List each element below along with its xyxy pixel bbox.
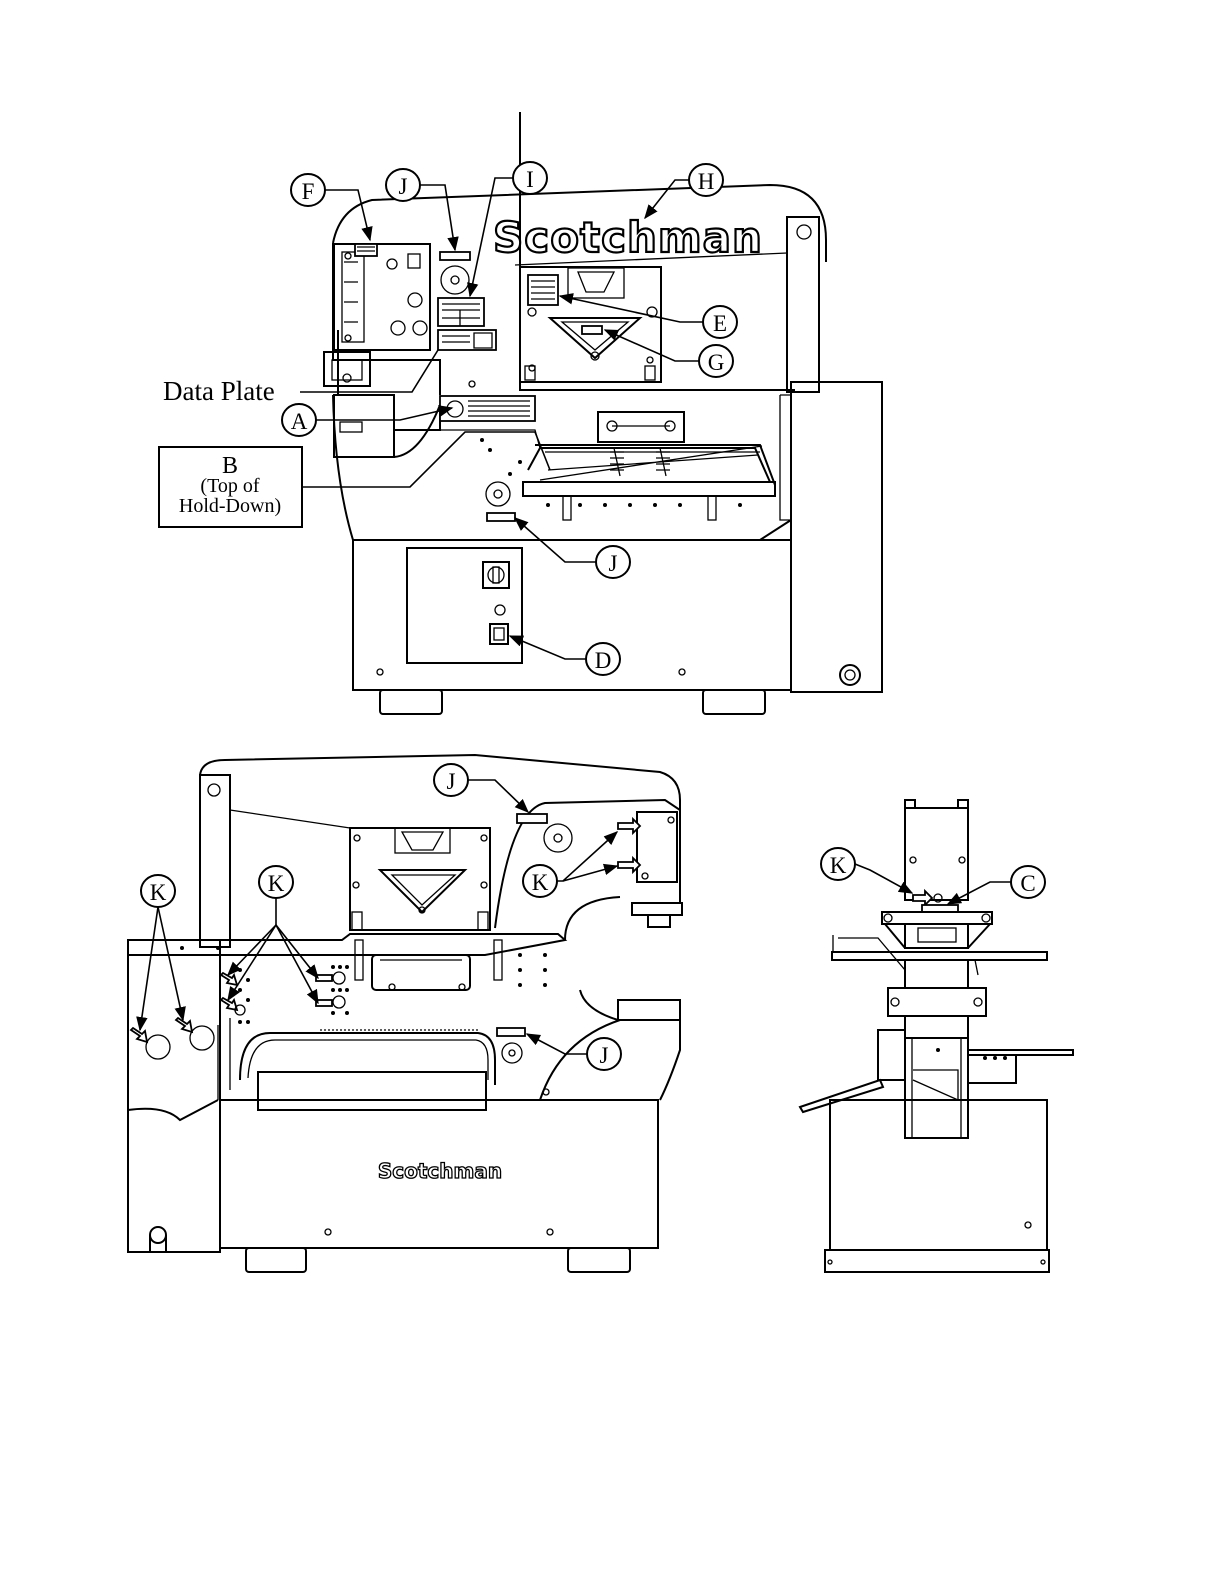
- callout-k-rear-left: K: [140, 875, 183, 1030]
- svg-text:F: F: [302, 179, 315, 204]
- data-plate-label: Data Plate: [163, 376, 275, 406]
- callout-j-rear-lower: J: [527, 1034, 621, 1070]
- svg-text:J: J: [609, 551, 618, 576]
- svg-text:E: E: [713, 311, 727, 336]
- svg-text:J: J: [600, 1043, 609, 1068]
- svg-text:H: H: [698, 169, 715, 194]
- svg-text:A: A: [291, 409, 308, 434]
- front-view: [324, 112, 882, 714]
- brand-logo-top: Scotchman: [493, 213, 763, 262]
- svg-text:J: J: [399, 174, 408, 199]
- callout-d: D: [510, 636, 620, 675]
- b-label-line2: Hold-Down): [179, 495, 281, 517]
- svg-text:K: K: [150, 880, 167, 905]
- svg-text:J: J: [447, 769, 456, 794]
- callout-k-rear-middle: K: [228, 866, 318, 1003]
- svg-text:K: K: [830, 853, 847, 878]
- rear-view: [128, 755, 682, 1272]
- callout-c: C: [948, 866, 1045, 904]
- svg-text:K: K: [268, 871, 285, 896]
- callout-j-upper: J: [386, 169, 455, 250]
- svg-text:I: I: [526, 167, 534, 192]
- b-label-line1: (Top of: [200, 475, 259, 497]
- callout-h: H: [645, 164, 723, 218]
- callout-k-rear-right: K: [523, 832, 617, 897]
- callout-j-rear-top: J: [434, 764, 528, 812]
- svg-text:D: D: [595, 648, 612, 673]
- svg-text:K: K: [532, 870, 549, 895]
- callout-f: F: [291, 174, 370, 240]
- callout-k-side: K: [821, 848, 912, 893]
- svg-text:G: G: [708, 350, 725, 375]
- svg-text:C: C: [1020, 871, 1035, 896]
- callout-j-middle: J: [515, 518, 630, 578]
- brand-logo-rear: Scotchman: [378, 1159, 502, 1183]
